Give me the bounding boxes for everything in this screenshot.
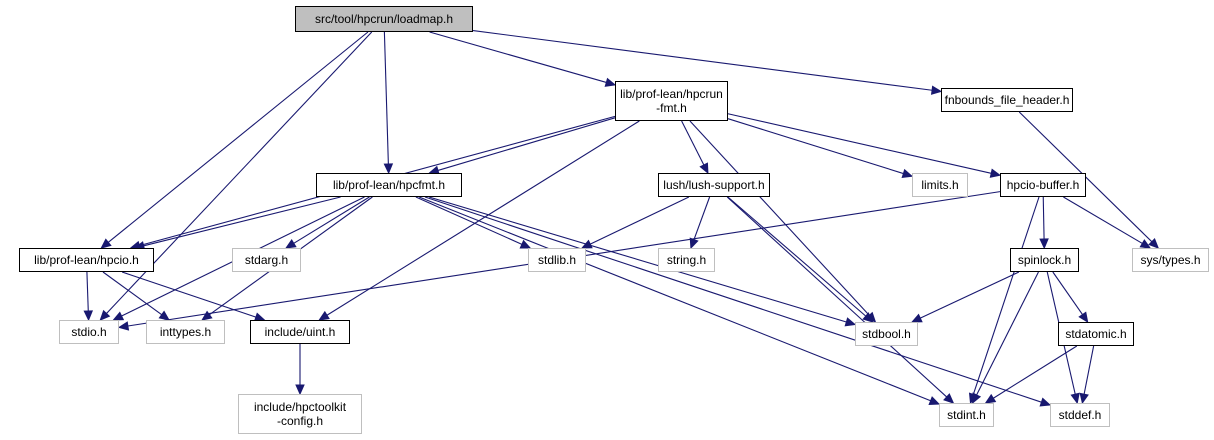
edge-hpcfmt-to-stdlib [415, 196, 523, 245]
arrowhead-spinlock-to-stdatomic [1078, 311, 1089, 324]
edge-stdatomic-to-stdint [993, 345, 1078, 399]
node-stdlib-h: stdlib.h [528, 248, 586, 272]
arrowhead-hpcio_buffer-to-systypes [1139, 239, 1152, 249]
arrowhead-loadmap-to-hpcrun_fmt [604, 77, 617, 87]
edge-stdatomic-to-stddef [1083, 345, 1095, 395]
node-fnbounds-file-header-h[interactable]: fnbounds_file_header.h [941, 88, 1073, 112]
arrowhead-lush-to-stdlib [581, 239, 593, 249]
edge-hpcfmt-to-stdint [418, 196, 931, 402]
node-hpcrun-fmt-h[interactable]: lib/prof-lean/hpcrun -fmt.h [615, 81, 728, 121]
edge-spinlock-to-stdbool [920, 271, 1020, 319]
edge-hpcrun_fmt-to-uint [326, 120, 640, 316]
node-stddef-h: stddef.h [1050, 403, 1110, 427]
arrowhead-hpcfmt-to-stdbool [844, 317, 857, 327]
edge-hpcio_buffer-to-systypes [1063, 196, 1143, 244]
arrowhead-hpcfmt-to-stddef [1039, 397, 1052, 407]
arrowhead-stdatomic-to-stdint [984, 393, 997, 404]
edge-spinlock-to-stdatomic [1052, 271, 1083, 315]
edge-hpcfmt-to-stdbool [428, 196, 847, 323]
arrowhead-hpcrun_fmt-to-hpcio_buffer [989, 168, 1002, 178]
arrowhead-loadmap-to-hpcfmt [383, 163, 394, 175]
node-lush-support-h[interactable]: lush/lush-support.h [658, 173, 770, 197]
edge-hpcrun_fmt-to-stdbool [689, 120, 870, 316]
edge-hpcio-to-stdio [86, 271, 89, 312]
edge-hpcfmt-to-stddef [424, 196, 1042, 403]
arrowhead-hpcio-to-inttypes [158, 310, 170, 321]
node-hpcio-h[interactable]: lib/prof-lean/hpcio.h [19, 248, 154, 272]
arrowhead-hpcrun_fmt-to-uint [318, 310, 330, 321]
arrowhead-hpcfmt-to-stdint [928, 396, 941, 405]
arrowhead-hpcfmt-to-stdio [112, 311, 125, 321]
arrowhead-hpcfmt-to-stdlib [519, 239, 532, 249]
node-inttypes-h: inttypes.h [146, 320, 225, 344]
edge-loadmap-to-fnbounds [472, 30, 933, 91]
arrowhead-hpcio-to-stdio [83, 310, 94, 322]
node-stdint-h: stdint.h [939, 403, 994, 427]
edge-hpcio_buffer-to-stdint [972, 196, 1040, 395]
edge-hpcrun_fmt-to-limits [727, 118, 904, 175]
node-spinlock-h[interactable]: spinlock.h [1010, 248, 1079, 272]
arrowhead-loadmap-to-fnbounds [930, 85, 943, 95]
arrowhead-uint-to-hpctoolkit_config [295, 384, 305, 396]
edge-spinlock-to-stdint [976, 271, 1039, 396]
arrowhead-spinlock-to-stdint [971, 392, 982, 405]
edge-hpcfmt-to-stdarg [293, 196, 370, 244]
edge-hpcio_buffer-to-spinlock [1042, 196, 1045, 240]
node-sys-types-h: sys/types.h [1132, 248, 1209, 272]
arrowhead-lush-to-stdbool [862, 312, 874, 323]
arrowhead-hpcio_buffer-to-stdio [117, 321, 130, 331]
edge-loadmap-to-hpcrun_fmt [429, 31, 607, 83]
node-hpctoolkit-config-h: include/hpctoolkit -config.h [238, 394, 362, 434]
edge-lush-to-string [693, 196, 711, 240]
edge-hpcrun_fmt-to-hpcfmt [437, 117, 616, 171]
arrowhead-hpcfmt-to-inttypes [201, 310, 213, 321]
arrowhead-hpcfmt-to-stdarg [285, 238, 297, 249]
edge-hpcio-to-uint [121, 271, 257, 318]
arrowhead-hpcio_buffer-to-spinlock [1039, 238, 1049, 250]
edge-lush-to-stdbool [727, 196, 867, 317]
arrowhead-spinlock-to-stdbool [911, 313, 923, 323]
arrowhead-stdatomic-to-stddef [1079, 392, 1089, 405]
arrowhead-fnbounds-to-systypes [1148, 237, 1160, 249]
node-hpcfmt-h[interactable]: lib/prof-lean/hpcfmt.h [316, 173, 462, 197]
arrowhead-loadmap-to-hpcio [100, 238, 112, 249]
arrowhead-loadmap-to-stdio [99, 309, 111, 321]
node-loadmap-h: src/tool/hpcrun/loadmap.h [295, 6, 473, 32]
node-stdatomic-h[interactable]: stdatomic.h [1058, 322, 1134, 346]
node-stdbool-h: stdbool.h [855, 322, 918, 346]
edge-lush-to-stdint [726, 196, 948, 398]
node-stdarg-h: stdarg.h [232, 248, 301, 272]
arrowhead-lush-to-stdint [943, 393, 955, 404]
edge-loadmap-to-hpcfmt [383, 31, 389, 165]
edge-lush-to-stdlib [590, 196, 690, 245]
edge-hpcfmt-to-hpcio [143, 196, 341, 247]
node-hpcio-buffer-h[interactable]: hpcio-buffer.h [1000, 173, 1086, 197]
arrowhead-spinlock-to-stddef [1070, 392, 1080, 405]
arrowhead-lush-to-string [689, 237, 699, 250]
node-limits-h: limits.h [912, 173, 968, 197]
edge-hpcrun_fmt-to-lush [681, 120, 705, 166]
node-string-h: string.h [658, 248, 715, 272]
node-uint-h[interactable]: include/uint.h [250, 320, 350, 344]
node-stdio-h: stdio.h [59, 320, 119, 344]
edge-hpcio-to-inttypes [102, 271, 163, 316]
arrowhead-hpcrun_fmt-to-limits [901, 168, 914, 178]
edge-hpcrun_fmt-to-hpcio_buffer [727, 113, 992, 174]
edge-loadmap-to-hpcio [107, 31, 369, 243]
arrowhead-hpcrun_fmt-to-lush [699, 162, 709, 175]
